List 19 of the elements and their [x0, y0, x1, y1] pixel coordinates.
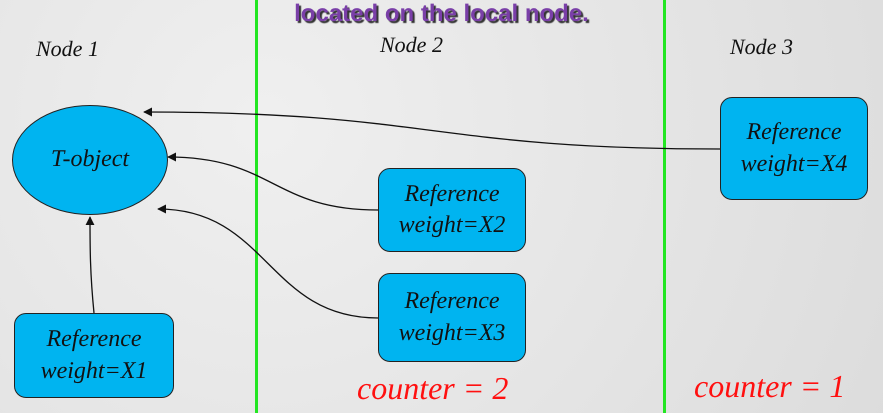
reference-box [720, 97, 868, 200]
counter-label: counter = 2 [357, 370, 508, 407]
reference-box [378, 168, 526, 252]
arrow [157, 205, 378, 319]
reference-box [14, 313, 174, 398]
node-label: T-object [50, 145, 130, 174]
arrow [86, 216, 95, 314]
node-label: Reference weight=X4 [740, 118, 848, 178]
node-label: Reference weight=X3 [398, 287, 506, 348]
node-heading: Node 3 [730, 34, 793, 60]
counter-label: counter = 1 [694, 368, 846, 405]
slide-title: located on the local node. [293, 0, 590, 28]
arrow [143, 108, 720, 150]
reference-box [378, 273, 526, 362]
node-heading: Node 1 [36, 36, 99, 62]
node-label: Reference weight=X2 [398, 180, 506, 240]
node-label: Reference weight=X1 [40, 325, 148, 386]
arrow [167, 152, 378, 211]
node-heading: Node 2 [380, 32, 443, 58]
